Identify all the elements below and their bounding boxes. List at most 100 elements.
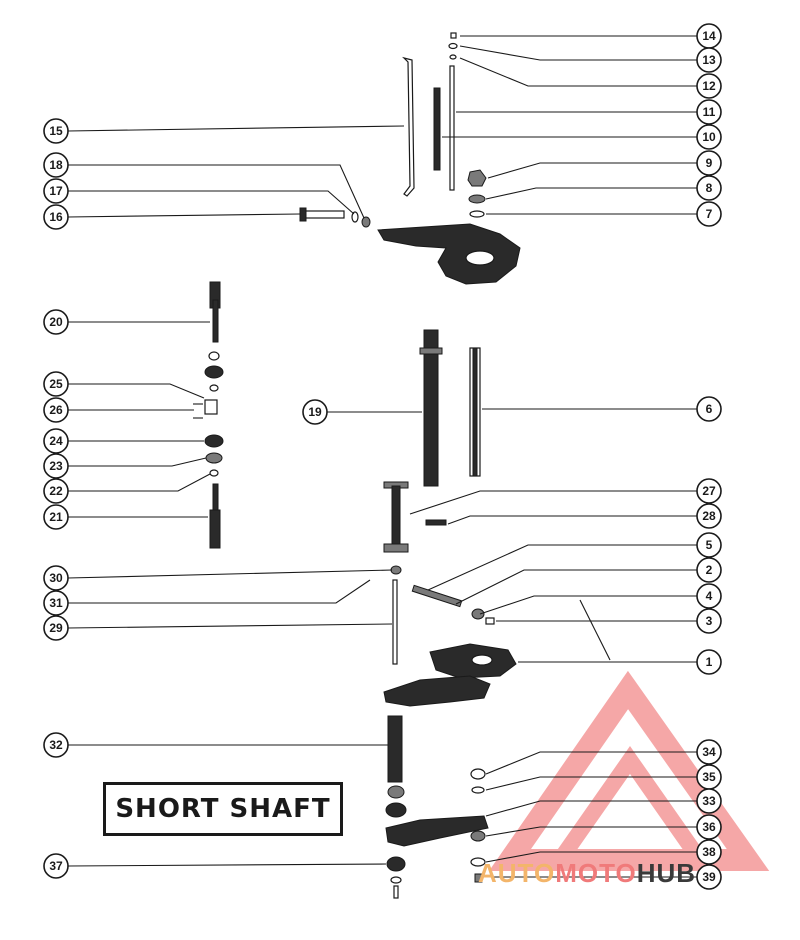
svg-text:13: 13 <box>702 53 716 67</box>
svg-text:33: 33 <box>702 794 716 808</box>
callout-30: 30 <box>43 565 69 591</box>
callout-31: 31 <box>43 590 69 616</box>
svg-text:8: 8 <box>706 181 713 195</box>
svg-text:3: 3 <box>706 614 713 628</box>
callout-1: 1 <box>696 649 722 675</box>
callout-34: 34 <box>696 739 722 765</box>
svg-text:12: 12 <box>702 79 716 93</box>
callout-23: 23 <box>43 453 69 479</box>
svg-text:11: 11 <box>703 105 716 119</box>
svg-text:10: 10 <box>702 130 716 144</box>
callout-36: 36 <box>696 814 722 840</box>
svg-text:34: 34 <box>702 745 716 759</box>
part-12-14-small-hardware <box>448 32 458 60</box>
callout-32: 32 <box>43 732 69 758</box>
short-shaft-label: SHORT SHAFT <box>103 782 343 836</box>
part-10-spring <box>433 87 441 171</box>
watermark-hub: HUB <box>636 858 697 888</box>
svg-text:9: 9 <box>706 156 713 170</box>
svg-text:27: 27 <box>702 484 716 498</box>
callout-12: 12 <box>696 73 722 99</box>
callout-6: 6 <box>696 396 722 422</box>
svg-text:21: 21 <box>49 510 63 524</box>
callout-7: 7 <box>696 201 722 227</box>
watermark-auto: AUTO <box>478 858 556 888</box>
callout-22: 22 <box>43 478 69 504</box>
part-22-24-washers <box>204 434 224 477</box>
callout-2: 2 <box>696 557 722 583</box>
callout-4: 4 <box>696 583 722 609</box>
callout-8: 8 <box>696 175 722 201</box>
watermark-logo <box>488 670 770 871</box>
callout-17: 17 <box>43 178 69 204</box>
callout-38: 38 <box>696 839 722 865</box>
callout-13: 13 <box>696 47 722 73</box>
svg-text:31: 31 <box>49 596 63 610</box>
svg-text:17: 17 <box>49 184 63 198</box>
svg-text:29: 29 <box>49 621 63 635</box>
svg-text:1: 1 <box>706 655 713 669</box>
svg-text:26: 26 <box>49 403 63 417</box>
part-19-steering-tube <box>419 329 443 487</box>
callout-19: 19 <box>302 399 328 425</box>
part-16-18-bolt-washers <box>299 207 371 228</box>
part-6-tube <box>469 347 481 477</box>
svg-text:23: 23 <box>49 459 63 473</box>
part-15-bracket-rod <box>402 56 415 197</box>
svg-text:39: 39 <box>702 870 716 884</box>
svg-text:4: 4 <box>706 589 713 603</box>
callout-21: 21 <box>43 504 69 530</box>
svg-text:15: 15 <box>49 124 63 138</box>
watermark-moto: MOTO <box>555 858 637 888</box>
svg-text:37: 37 <box>49 859 63 873</box>
svg-text:38: 38 <box>702 845 716 859</box>
callout-11: 11 <box>696 99 722 125</box>
callout-27: 27 <box>696 478 722 504</box>
svg-text:19: 19 <box>308 405 322 419</box>
leader-lines <box>67 35 697 878</box>
callout-33: 33 <box>696 788 722 814</box>
callout-39: 39 <box>696 864 722 890</box>
callout-29: 29 <box>43 615 69 641</box>
svg-text:25: 25 <box>49 377 63 391</box>
svg-text:18: 18 <box>49 158 63 172</box>
part-29-31-rod <box>390 565 402 665</box>
svg-text:16: 16 <box>49 210 63 224</box>
callout-16: 16 <box>43 204 69 230</box>
svg-text:22: 22 <box>49 484 63 498</box>
callout-25: 25 <box>43 371 69 397</box>
svg-text:20: 20 <box>49 315 63 329</box>
callout-9: 9 <box>696 150 722 176</box>
short-shaft-label-text: SHORT SHAFT <box>115 794 331 824</box>
part-11-rod <box>449 65 455 191</box>
svg-text:14: 14 <box>702 29 716 43</box>
svg-text:5: 5 <box>706 538 713 552</box>
callout-3: 3 <box>696 608 722 634</box>
part-2-5-pins <box>411 584 495 625</box>
part-34-39-washers <box>470 768 486 883</box>
svg-text:2: 2 <box>706 563 713 577</box>
upper-swivel-bracket <box>377 223 521 285</box>
part-1-lower-swivel-bracket <box>383 643 517 707</box>
part-7-9-nut-washers <box>467 169 487 218</box>
callout-14: 14 <box>696 23 722 49</box>
callout-28: 28 <box>696 503 722 529</box>
part-27-swivel-pin <box>383 481 409 553</box>
callout-18: 18 <box>43 152 69 178</box>
part-32-shaft-tube <box>387 715 403 783</box>
part-25-26-clip-pins <box>193 351 224 419</box>
callout-37: 37 <box>43 853 69 879</box>
part-28-spring <box>425 519 447 526</box>
svg-text:30: 30 <box>49 571 63 585</box>
svg-text:24: 24 <box>49 434 63 448</box>
callout-15: 15 <box>43 118 69 144</box>
svg-text:6: 6 <box>706 402 713 416</box>
svg-text:35: 35 <box>702 770 716 784</box>
part-37-lower-bushing <box>386 856 406 899</box>
callout-24: 24 <box>43 428 69 454</box>
svg-text:28: 28 <box>702 509 716 523</box>
callout-5: 5 <box>696 532 722 558</box>
part-21-lower-tube <box>209 483 221 549</box>
svg-text:7: 7 <box>706 207 713 221</box>
